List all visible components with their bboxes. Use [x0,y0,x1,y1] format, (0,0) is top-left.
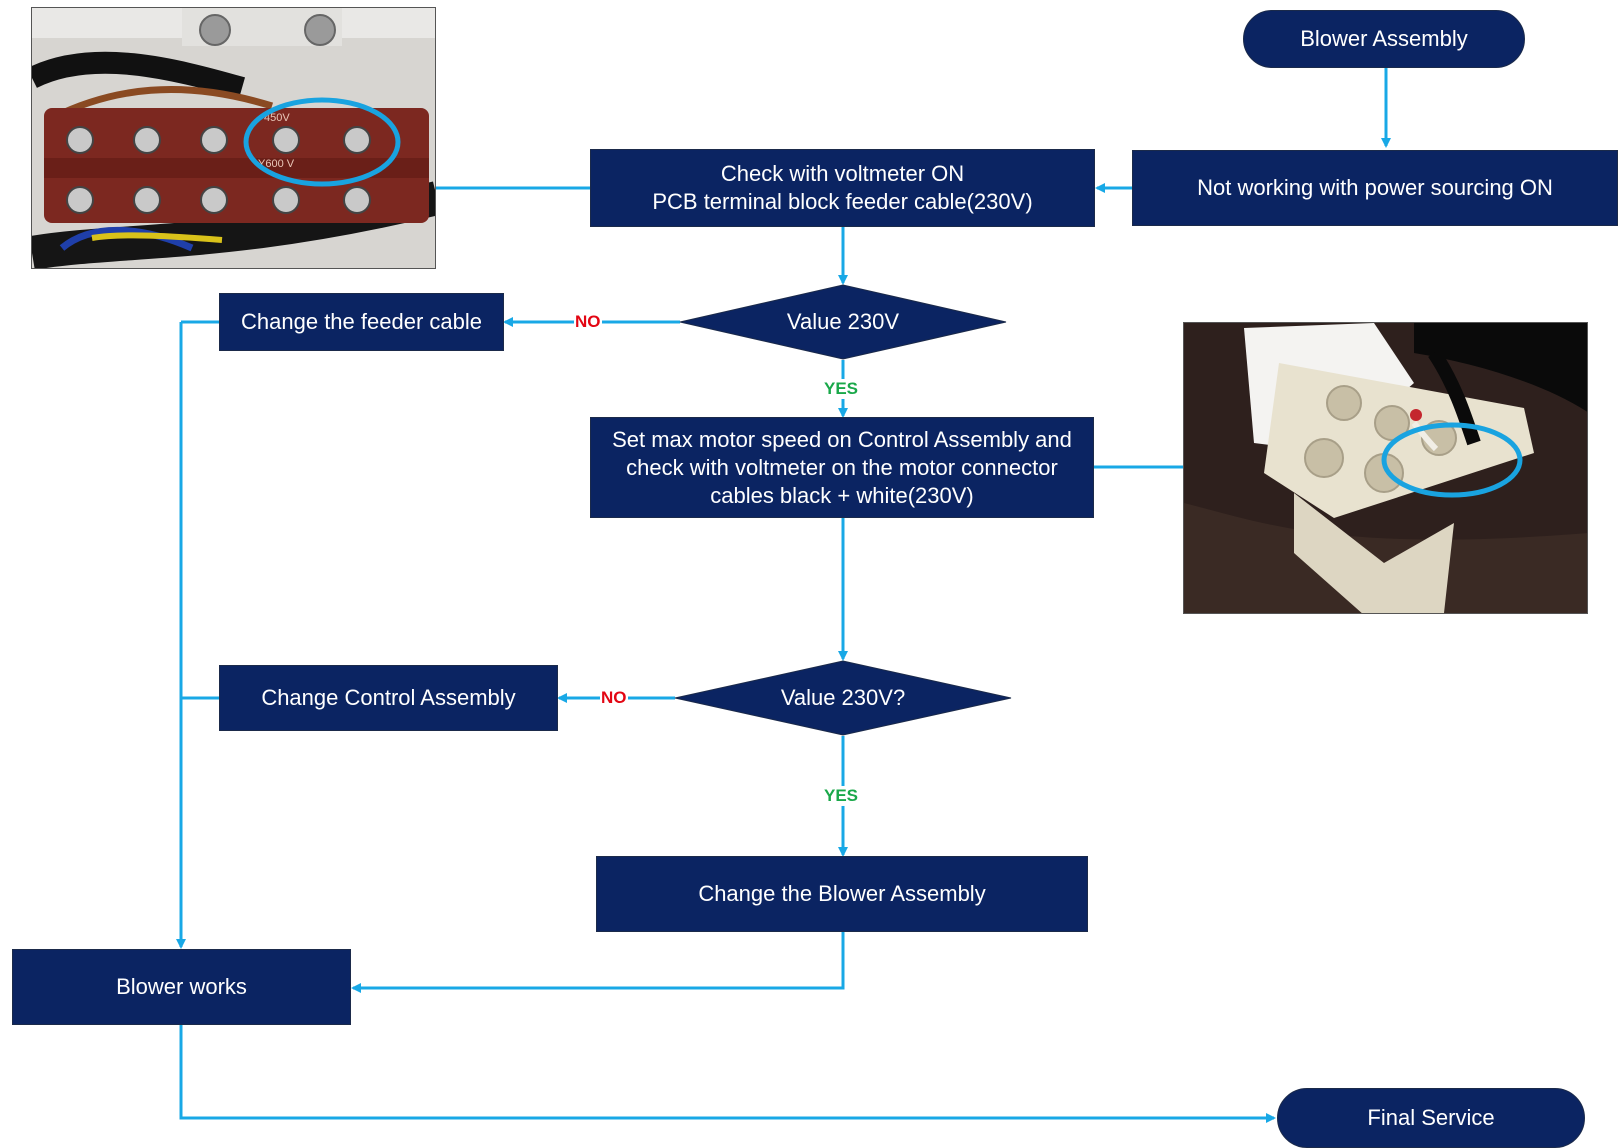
terminal-mark-450v: 450V [264,112,290,124]
terminal-mark-600v: Y600 V [258,158,295,170]
final-service-node: Final Service [1277,1088,1585,1148]
start-node-label: Blower Assembly [1300,26,1468,51]
no-label-2: NO [600,688,628,708]
not-working-label: Not working with power sourcing ON [1197,175,1553,200]
connector-highlight-ring [1381,422,1523,498]
terminal-highlight-ring [243,97,401,187]
change-blower-assembly-box: Change the Blower Assembly [596,856,1088,932]
yes-label-2: YES [823,786,860,806]
set-motor-speed-line-3: cables black + white(230V) [710,482,974,508]
change-feeder-cable-label: Change the feeder cable [241,309,482,334]
change-blower-assembly-label: Change the Blower Assembly [698,881,986,906]
decision-value-230v-label: Value 230V [786,309,900,334]
arrow-works-to-final [179,1024,1276,1123]
decision-value-230v-question-label: Value 230V? [780,685,906,710]
not-working-box: Not working with power sourcing ON [1132,150,1618,226]
blower-works-label: Blower works [116,974,247,999]
change-control-assembly-box: Change Control Assembly [219,665,558,731]
motor-connector-photo [1183,322,1588,614]
check-voltmeter-line-1: Check with voltmeter ON [720,161,965,186]
start-node: Blower Assembly [1243,10,1525,68]
decision-value-230v: Value 230V [678,284,1008,360]
terminal-block-photo: 450V Y600 V [31,7,436,269]
change-feeder-cable-box: Change the feeder cable [219,293,504,351]
final-service-label: Final Service [1367,1105,1495,1130]
yes-label-1: YES [823,379,860,399]
decision-value-230v-question: Value 230V? [673,660,1013,736]
arrow-change-blower-to-works [351,931,845,993]
blower-works-box: Blower works [12,949,351,1025]
check-voltmeter-line-2: PCB terminal block feeder cable(230V) [652,189,1033,214]
no-label-1: NO [574,312,602,332]
set-motor-speed-line-2: check with voltmeter on the motor connec… [626,454,1058,480]
set-motor-speed-line-1: Set max motor speed on Control Assembly … [612,426,1072,452]
set-motor-speed-box: Set max motor speed on Control Assembly … [590,417,1094,518]
check-voltmeter-box: Check with voltmeter ON PCB terminal blo… [590,149,1095,227]
change-control-assembly-label: Change Control Assembly [261,685,516,710]
